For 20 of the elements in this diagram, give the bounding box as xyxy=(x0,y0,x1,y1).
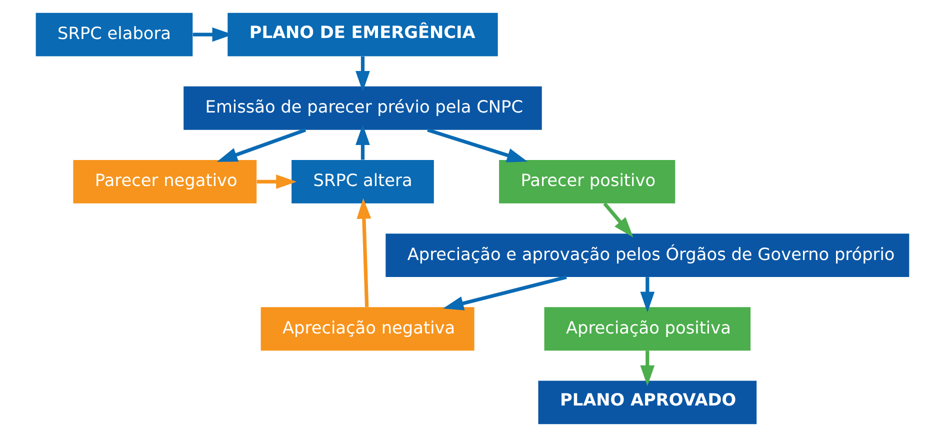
node-box: Apreciação e aprovação pelos Órgãos de Governo próprio xyxy=(385,234,909,277)
arrow xyxy=(256,174,296,189)
node-box: PLANO APROVADO xyxy=(538,380,756,424)
node-box: SRPC altera xyxy=(291,160,434,204)
node-box: Apreciação positiva xyxy=(544,307,750,351)
node-box: PLANO DE EMERGÊNCIA xyxy=(227,12,498,56)
arrow xyxy=(442,275,566,310)
node-box: Parecer positivo xyxy=(498,160,675,204)
arrow xyxy=(602,202,633,238)
arrow xyxy=(640,277,654,312)
node-box: Apreciação negativa xyxy=(260,307,474,351)
arrow xyxy=(356,198,371,308)
node-box: Parecer negativo xyxy=(72,160,256,204)
arrow xyxy=(216,128,306,162)
node-box: Emissão de parecer prévio pela CNPC xyxy=(183,86,542,130)
arrow xyxy=(426,128,528,162)
node-box: SRPC elabora xyxy=(35,12,192,56)
arrow xyxy=(355,124,370,160)
arrow xyxy=(355,56,370,92)
arrow xyxy=(640,350,654,386)
